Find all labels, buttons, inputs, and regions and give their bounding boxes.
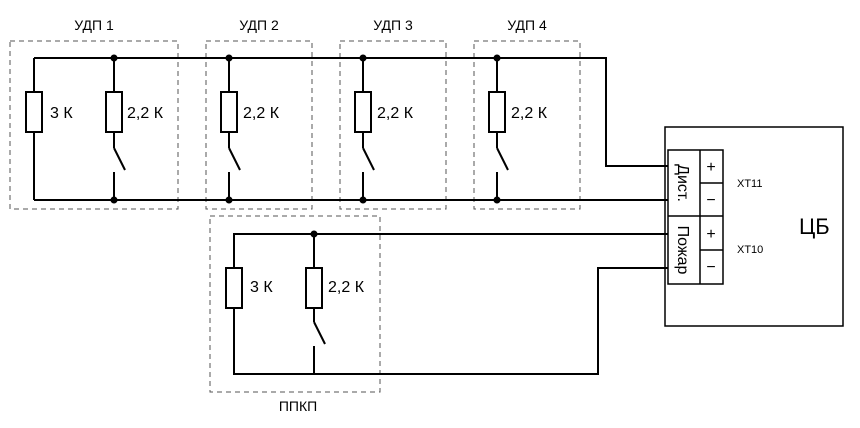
udp1-switch bbox=[113, 147, 126, 171]
udp1-resistor-3k bbox=[25, 91, 43, 133]
udp1-box bbox=[9, 40, 179, 210]
udp1-branch bbox=[105, 54, 126, 204]
udp1-resistor-3k-label: 3 К bbox=[50, 105, 73, 122]
ppkp-branch bbox=[305, 230, 326, 374]
central-block bbox=[664, 126, 844, 327]
udp1-resistor-2k2 bbox=[105, 91, 123, 133]
udp4-resistor-2k2 bbox=[488, 91, 506, 133]
dist-label: Дист. bbox=[674, 164, 691, 202]
udp1-resistor-2k2-label: 2,2 К bbox=[127, 105, 164, 122]
ppkp-box bbox=[209, 215, 381, 393]
ppkp-resistor-2k2-label: 2,2 К bbox=[328, 279, 365, 296]
xt10-label: XT10 bbox=[737, 244, 763, 256]
udp3-branch bbox=[354, 54, 375, 204]
central-block-label: ЦБ bbox=[799, 214, 830, 239]
udp3-resistor-2k2-label: 2,2 К bbox=[377, 105, 414, 122]
ppkp-resistor-3k-label: 3 К bbox=[250, 279, 273, 296]
udp4-branch bbox=[488, 54, 509, 204]
udp4-switch bbox=[496, 147, 509, 171]
udp3-box bbox=[339, 40, 447, 210]
udp2-box bbox=[205, 40, 313, 210]
ppkp-resistor-2k2 bbox=[305, 267, 323, 309]
udp4-label: УДП 4 bbox=[507, 17, 547, 33]
xt11-minus: − bbox=[706, 192, 715, 209]
ppkp-top-wire bbox=[233, 233, 668, 375]
udp2-branch bbox=[220, 54, 241, 204]
xt11-plus: + bbox=[706, 159, 715, 176]
ppkp-switch bbox=[313, 321, 326, 345]
udp2-resistor-2k2-label: 2,2 К bbox=[243, 105, 280, 122]
top-bus-wire bbox=[34, 57, 668, 167]
udp2-resistor-2k2 bbox=[220, 91, 238, 133]
xt11-label: XT11 bbox=[737, 178, 762, 190]
udp2-switch bbox=[228, 147, 241, 171]
udp2-label: УДП 2 bbox=[239, 17, 279, 33]
udp1-label: УДП 1 bbox=[74, 17, 114, 33]
udp3-label: УДП 3 bbox=[373, 17, 413, 33]
ppkp-label: ППКП bbox=[279, 398, 317, 414]
xt10-minus: − bbox=[706, 259, 715, 276]
udp4-box bbox=[473, 40, 581, 210]
terminal-block bbox=[667, 149, 724, 285]
ppkp-resistor-3k bbox=[225, 267, 243, 309]
xt10-plus: + bbox=[706, 226, 715, 243]
udp3-resistor-2k2 bbox=[354, 91, 372, 133]
udp4-resistor-2k2-label: 2,2 К bbox=[511, 105, 548, 122]
pozhar-label: Пожар bbox=[674, 226, 691, 275]
udp3-switch bbox=[362, 147, 375, 171]
